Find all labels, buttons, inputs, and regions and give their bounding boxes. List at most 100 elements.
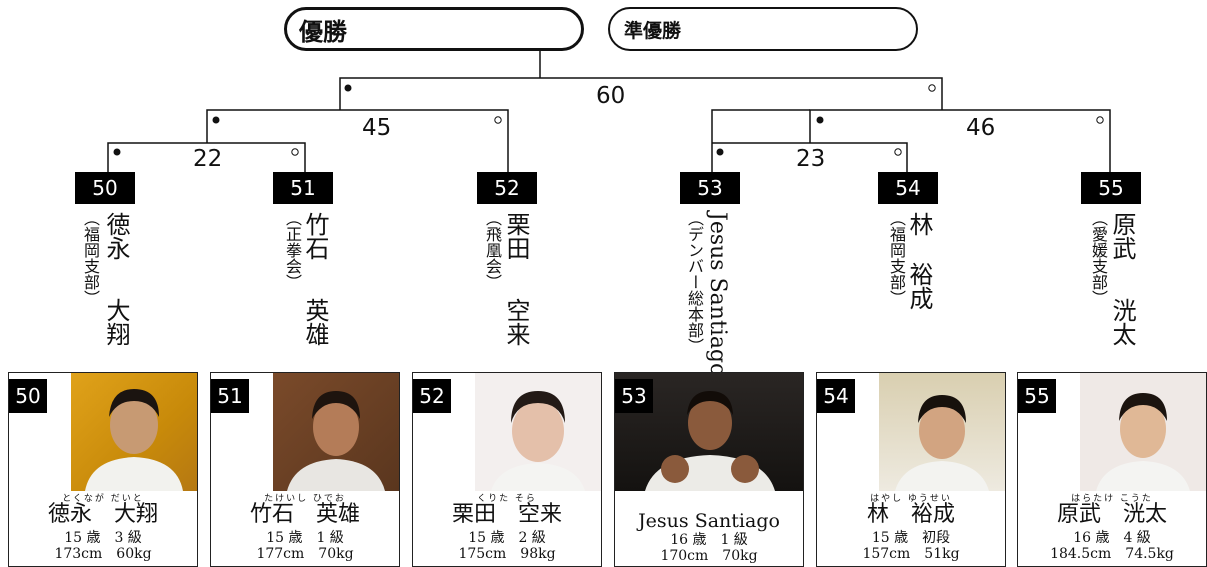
card-furigana: たけいし ひでお bbox=[264, 494, 346, 504]
portrait-photo bbox=[879, 373, 1005, 491]
rank: 4 級 bbox=[1123, 530, 1151, 546]
runner-up-box: 準優勝 bbox=[608, 7, 918, 51]
card-number: 52 bbox=[413, 379, 451, 413]
card-furigana: とくなが だいと bbox=[62, 494, 144, 504]
height: 173cm bbox=[54, 546, 103, 562]
card-stats: 15 歳 2 級 175cm 98kg bbox=[413, 530, 601, 562]
profile-card: 50 とくなが だいと 徳永 大翔 15 歳 3 級 173cm 60kg bbox=[8, 372, 198, 567]
profile-card: 51 たけいし ひでお 竹石 英雄 15 歳 1 級 177cm 70kg bbox=[210, 372, 400, 567]
surname: Jesus Santiago bbox=[705, 212, 730, 377]
card-furigana: くりた そら bbox=[477, 494, 537, 504]
card-name: 林 裕成 bbox=[866, 502, 955, 527]
card-stats: 15 歳 3 級 173cm 60kg bbox=[9, 530, 197, 562]
card-name: 原武 洸太 bbox=[1056, 502, 1167, 527]
card-name: Jesus Santiago bbox=[638, 510, 780, 532]
runner-up-label: 準優勝 bbox=[624, 19, 682, 42]
card-name: 栗田 空来 bbox=[451, 502, 562, 527]
open-dot-icon bbox=[291, 148, 299, 156]
card-furigana: はらたけ こうた bbox=[1071, 494, 1153, 504]
entry-badge: 52 bbox=[477, 172, 537, 204]
age: 16 歳 bbox=[670, 532, 707, 548]
match-number: 22 bbox=[193, 146, 223, 172]
winner-label: 優勝 bbox=[299, 17, 347, 46]
portrait-photo bbox=[475, 373, 601, 491]
card-name: 竹石 英雄 bbox=[249, 502, 360, 527]
card-number: 55 bbox=[1018, 379, 1056, 413]
rank: 1 級 bbox=[316, 530, 344, 546]
weight: 51kg bbox=[924, 546, 960, 562]
card-number: 50 bbox=[9, 379, 47, 413]
given-name: 大翔 bbox=[102, 298, 130, 346]
open-dot-icon bbox=[894, 148, 902, 156]
match-number: 60 bbox=[596, 83, 626, 109]
entry-badge: 50 bbox=[75, 172, 135, 204]
given-name: 洸太 bbox=[1108, 298, 1136, 346]
affiliation: （飛凰会） bbox=[483, 210, 502, 290]
profile-card: 55 はらたけ こうた 原武 洸太 16 歳 4 級 184.5cm 74.5k… bbox=[1017, 372, 1207, 567]
surname: 林 bbox=[905, 212, 933, 236]
rank: 初段 bbox=[922, 530, 951, 546]
weight: 60kg bbox=[116, 546, 152, 562]
card-name: 徳永 大翔 bbox=[47, 502, 158, 527]
given-name: 英雄 bbox=[301, 298, 329, 346]
match-number: 45 bbox=[362, 115, 392, 141]
height: 157cm bbox=[862, 546, 911, 562]
card-stats: 15 歳 1 級 177cm 70kg bbox=[211, 530, 399, 562]
weight: 70kg bbox=[722, 548, 758, 564]
weight: 98kg bbox=[520, 546, 556, 562]
entry-badge: 55 bbox=[1081, 172, 1141, 204]
match-number: 46 bbox=[966, 115, 996, 141]
surname: 栗田 bbox=[502, 212, 530, 260]
entry-badge: 53 bbox=[680, 172, 740, 204]
entry-badge: 54 bbox=[878, 172, 938, 204]
open-dot-icon bbox=[928, 84, 936, 92]
weight: 70kg bbox=[318, 546, 354, 562]
profile-card: 54 はやし ゆうせい 林 裕成 15 歳 初段 157cm 51kg bbox=[816, 372, 1006, 567]
height: 177cm bbox=[256, 546, 305, 562]
card-furigana: はやし ゆうせい bbox=[870, 494, 952, 504]
affiliation: （愛媛支部） bbox=[1089, 210, 1108, 306]
card-stats: 15 歳 初段 157cm 51kg bbox=[817, 530, 1005, 562]
weight: 74.5kg bbox=[1125, 546, 1174, 562]
affiliation: （正拳会） bbox=[283, 210, 302, 290]
filled-dot-icon bbox=[113, 148, 121, 156]
age: 15 歳 bbox=[266, 530, 303, 546]
filled-dot-icon bbox=[716, 148, 724, 156]
open-dot-icon bbox=[1096, 116, 1104, 124]
dot-markers bbox=[113, 84, 1104, 156]
given-name: 空来 bbox=[502, 298, 530, 346]
match-number: 23 bbox=[796, 146, 826, 172]
portrait-photo bbox=[1080, 373, 1206, 491]
height: 170cm bbox=[660, 548, 709, 564]
card-number: 53 bbox=[615, 379, 653, 413]
age: 15 歳 bbox=[871, 530, 909, 546]
winner-box: 優勝 bbox=[284, 7, 584, 51]
card-stats: 16 歳 4 級 184.5cm 74.5kg bbox=[1018, 530, 1206, 562]
surname: 原武 bbox=[1108, 212, 1136, 260]
rank: 3 級 bbox=[114, 530, 142, 546]
filled-dot-icon bbox=[212, 116, 220, 124]
age: 15 歳 bbox=[64, 530, 101, 546]
card-number: 51 bbox=[211, 379, 249, 413]
card-stats: 16 歳 1 級 170cm 70kg bbox=[615, 532, 803, 564]
profile-card: 53 Jesus Santiago 16 歳 1 級 170cm 70kg bbox=[614, 372, 804, 567]
portrait-photo bbox=[71, 373, 197, 491]
entry-badge: 51 bbox=[273, 172, 333, 204]
height: 184.5cm bbox=[1050, 546, 1112, 562]
filled-dot-icon bbox=[344, 84, 352, 92]
surname: 竹石 bbox=[301, 212, 329, 260]
affiliation: （デンバー総本部） bbox=[685, 210, 704, 354]
open-dot-icon bbox=[494, 116, 502, 124]
filled-dot-icon bbox=[816, 116, 824, 124]
rank: 2 級 bbox=[518, 530, 546, 546]
height: 175cm bbox=[458, 546, 507, 562]
card-number: 54 bbox=[817, 379, 855, 413]
surname: 徳永 bbox=[102, 212, 130, 260]
affiliation: （福岡支部） bbox=[887, 210, 906, 306]
age: 15 歳 bbox=[468, 530, 505, 546]
given-name: 裕成 bbox=[905, 262, 933, 310]
age: 16 歳 bbox=[1073, 530, 1110, 546]
profile-card: 52 くりた そら 栗田 空来 15 歳 2 級 175cm 98kg bbox=[412, 372, 602, 567]
portrait-photo bbox=[273, 373, 399, 491]
